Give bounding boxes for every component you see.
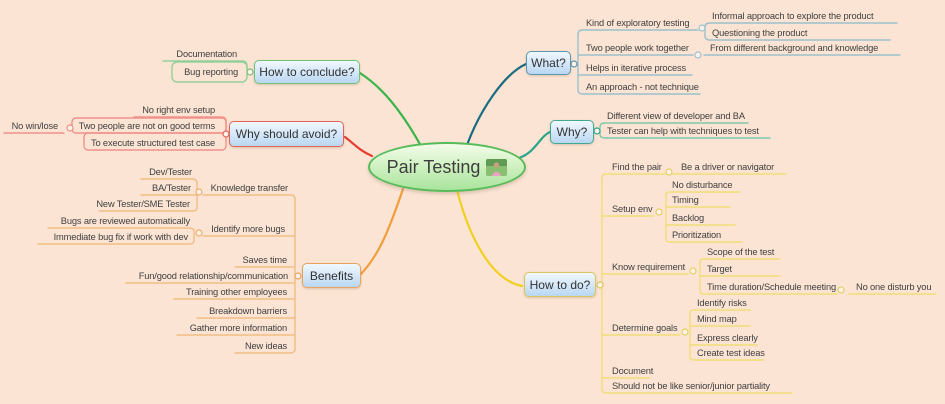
subtopic-questioning-product[interactable]: Questioning the product <box>712 28 808 38</box>
subtopic-no-disturbance[interactable]: No disturbance <box>672 180 733 190</box>
central-topic-pair-testing[interactable]: Pair Testing <box>368 142 526 192</box>
collapse-toggle-icon[interactable] <box>593 127 601 135</box>
central-topic-title: Pair Testing <box>386 156 481 177</box>
collapse-toggle-icon[interactable] <box>596 281 604 289</box>
subtopic-identify-more-bugs[interactable]: Identify more bugs <box>211 224 285 234</box>
subtopic-setup-env[interactable]: Setup env <box>612 204 653 214</box>
subtopic-dev-tester[interactable]: Dev/Tester <box>149 167 192 177</box>
collapse-toggle-icon[interactable] <box>681 328 689 336</box>
subtopic-ba-tester[interactable]: BA/Tester <box>152 183 191 193</box>
collapse-toggle-icon[interactable] <box>66 124 74 132</box>
topic-how-to-do[interactable]: How to do? <box>524 272 596 297</box>
subtopic-time-duration[interactable]: Time duration/Schedule meeting <box>707 282 837 292</box>
what-branch-curve <box>465 62 528 147</box>
subtopic-tester-can-help[interactable]: Tester can help with techniques to test <box>607 126 759 136</box>
subtopic-document[interactable]: Document <box>612 366 654 376</box>
subtopic-not-on-good-terms[interactable]: Two people are not on good terms <box>78 121 215 131</box>
subtopic-no-win-lose[interactable]: No win/lose <box>11 121 59 131</box>
topic-what[interactable]: What? <box>526 51 571 75</box>
why-branch-curve <box>517 130 552 160</box>
subtopic-training-employees[interactable]: Training other employees <box>186 287 287 297</box>
subtopic-identify-risks[interactable]: Identify risks <box>697 298 747 308</box>
subtopic-no-right-env[interactable]: No right env setup <box>142 105 215 115</box>
subtopic-scope-of-test[interactable]: Scope of the test <box>707 247 775 257</box>
collapse-toggle-icon[interactable] <box>655 208 663 216</box>
subtopic-breakdown-barriers[interactable]: Breakdown barriers <box>209 306 287 316</box>
collapse-toggle-icon[interactable] <box>570 60 578 68</box>
subtopic-iterative-process[interactable]: Helps in iterative process <box>586 63 686 73</box>
collapse-toggle-icon[interactable] <box>195 188 203 196</box>
subtopic-from-different-background[interactable]: From different background and knowledge <box>710 43 879 53</box>
subtopic-driver-or-navigator[interactable]: Be a driver or navigator <box>681 162 775 172</box>
subtopic-knowledge-transfer[interactable]: Knowledge transfer <box>210 183 289 193</box>
subtopic-express-clearly[interactable]: Express clearly <box>697 333 758 343</box>
subtopic-saves-time[interactable]: Saves time <box>242 255 288 265</box>
subtopic-gather-information[interactable]: Gather more information <box>189 323 287 333</box>
subtopic-two-people-work[interactable]: Two people work together <box>586 43 689 53</box>
why-avoid-branch-curve <box>343 135 374 158</box>
subtopic-create-test-ideas[interactable]: Create test ideas <box>697 348 765 358</box>
subtopic-find-the-pair[interactable]: Find the pair <box>612 162 662 172</box>
subtopic-target[interactable]: Target <box>707 264 732 274</box>
subtopic-should-not-partiality[interactable]: Should not be like senior/junior partial… <box>612 381 770 391</box>
subtopic-timing[interactable]: Timing <box>672 195 699 205</box>
conclude-branch-curve <box>358 71 423 148</box>
subtopic-fun-good-relationship[interactable]: Fun/good relationship/communication <box>138 271 288 281</box>
collapse-toggle-icon[interactable] <box>698 24 706 32</box>
subtopic-kind-of-exploratory[interactable]: Kind of exploratory testing <box>586 18 690 28</box>
person-photo <box>486 158 508 176</box>
collapse-toggle-icon[interactable] <box>694 51 702 59</box>
subtopic-informal-approach[interactable]: Informal approach to explore the product <box>712 11 874 21</box>
subtopic-know-requirement[interactable]: Know requirement <box>612 262 686 272</box>
subtopic-bugs-reviewed[interactable]: Bugs are reviewed automatically <box>60 216 190 226</box>
collapse-toggle-icon[interactable] <box>689 267 697 275</box>
subtopic-different-view[interactable]: Different view of developer and BA <box>607 111 745 121</box>
subtopic-new-ideas[interactable]: New ideas <box>244 341 287 351</box>
benefits-branch-curve <box>359 187 405 276</box>
collapse-toggle-icon[interactable] <box>246 68 254 76</box>
subtopic-documentation[interactable]: Documentation <box>176 49 237 59</box>
topic-benefits[interactable]: Benefits <box>302 263 361 288</box>
topic-how-to-conclude[interactable]: How to conclude? <box>254 60 360 84</box>
collapse-toggle-icon[interactable] <box>294 272 302 280</box>
collapse-toggle-icon[interactable] <box>837 286 845 294</box>
subtopic-mind-map[interactable]: Mind map <box>697 314 737 324</box>
subtopic-immediate-bug-fix[interactable]: Immediate bug fix if work with dev <box>53 232 189 242</box>
how-to-do-branch-curve <box>455 188 524 288</box>
collapse-toggles <box>66 24 845 336</box>
benefits-branch-lines <box>37 178 296 354</box>
subtopic-approach-not-technique[interactable]: An approach - not technique <box>586 82 699 92</box>
topic-why-should-avoid[interactable]: Why should avoid? <box>229 121 344 147</box>
subtopic-backlog[interactable]: Backlog <box>672 213 705 223</box>
collapse-toggle-icon[interactable] <box>195 229 203 237</box>
subtopic-no-one-disturb[interactable]: No one disturb you <box>856 282 932 292</box>
topic-why[interactable]: Why? <box>550 120 594 144</box>
subtopic-new-tester-sme[interactable]: New Tester/SME Tester <box>96 199 190 209</box>
subtopic-determine-goals[interactable]: Determine goals <box>612 323 678 333</box>
subtopic-structured-test-case[interactable]: To execute structured test case <box>90 138 215 148</box>
main-branch-curves <box>343 62 552 288</box>
collapse-toggle-icon[interactable] <box>665 168 673 176</box>
subtopic-prioritization[interactable]: Prioritization <box>672 230 722 240</box>
subtopic-bug-reporting[interactable]: Bug reporting <box>184 67 238 77</box>
